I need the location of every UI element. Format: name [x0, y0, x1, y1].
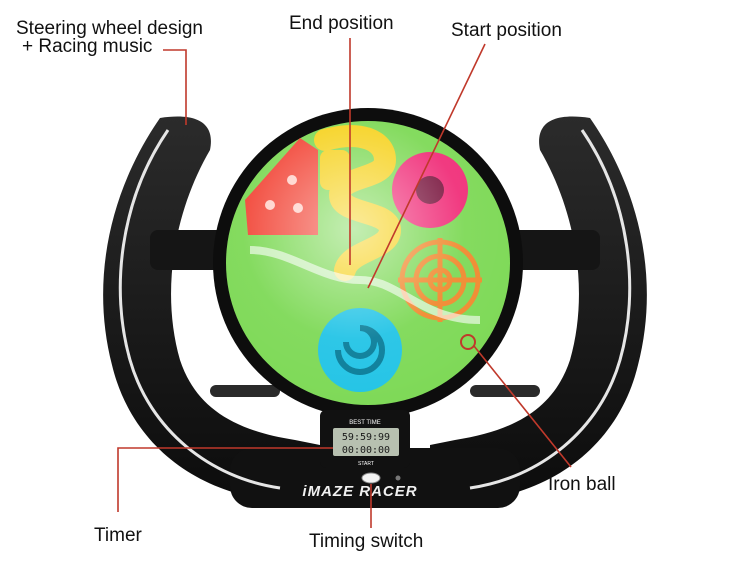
- callout-line-timer: [117, 447, 333, 512]
- callout-line-steering: [163, 49, 187, 125]
- callout-iron-ball: Iron ball: [548, 474, 616, 495]
- lower-right-grip-ridge: [470, 385, 540, 397]
- glass-reflection: [226, 121, 510, 405]
- timer-display-unit: BEST TIME 59:59:99 00:00:00 START: [320, 410, 410, 484]
- indicator-light: [395, 475, 401, 481]
- brand-logo: iMAZE RACER: [302, 483, 417, 500]
- callout-line-start: [367, 43, 486, 289]
- callout-timing-switch: Timing switch: [309, 531, 424, 552]
- iron-ball: [460, 334, 476, 350]
- wheel-frame: [103, 116, 647, 508]
- lcd-current-time: 00:00:00: [342, 445, 390, 456]
- wheel-right-spoke: [500, 230, 600, 270]
- wheel-right-stripe: [469, 129, 632, 490]
- callout-line-iron: [473, 345, 572, 468]
- lcd-best-time: 59:59:99: [342, 432, 390, 443]
- lower-left-grip-ridge: [210, 385, 280, 397]
- callout-end-position: End position: [289, 13, 394, 34]
- callout-start-position: Start position: [451, 20, 562, 41]
- wheel-left-stripe: [118, 129, 281, 490]
- callout-timer: Timer: [94, 525, 142, 546]
- start-label: START: [358, 461, 374, 467]
- timing-switch-button[interactable]: [361, 472, 381, 484]
- wheel-left-grip: [103, 116, 320, 501]
- display-header: BEST TIME: [349, 420, 380, 426]
- wheel-right-grip: [430, 116, 647, 501]
- callout-steering-wheel-design: Steering wheel design: [16, 18, 203, 39]
- maze-dome: [213, 108, 523, 418]
- callout-lines: [117, 38, 572, 528]
- callout-racing-music: + Racing music: [22, 36, 153, 57]
- lcd-screen: [333, 428, 399, 456]
